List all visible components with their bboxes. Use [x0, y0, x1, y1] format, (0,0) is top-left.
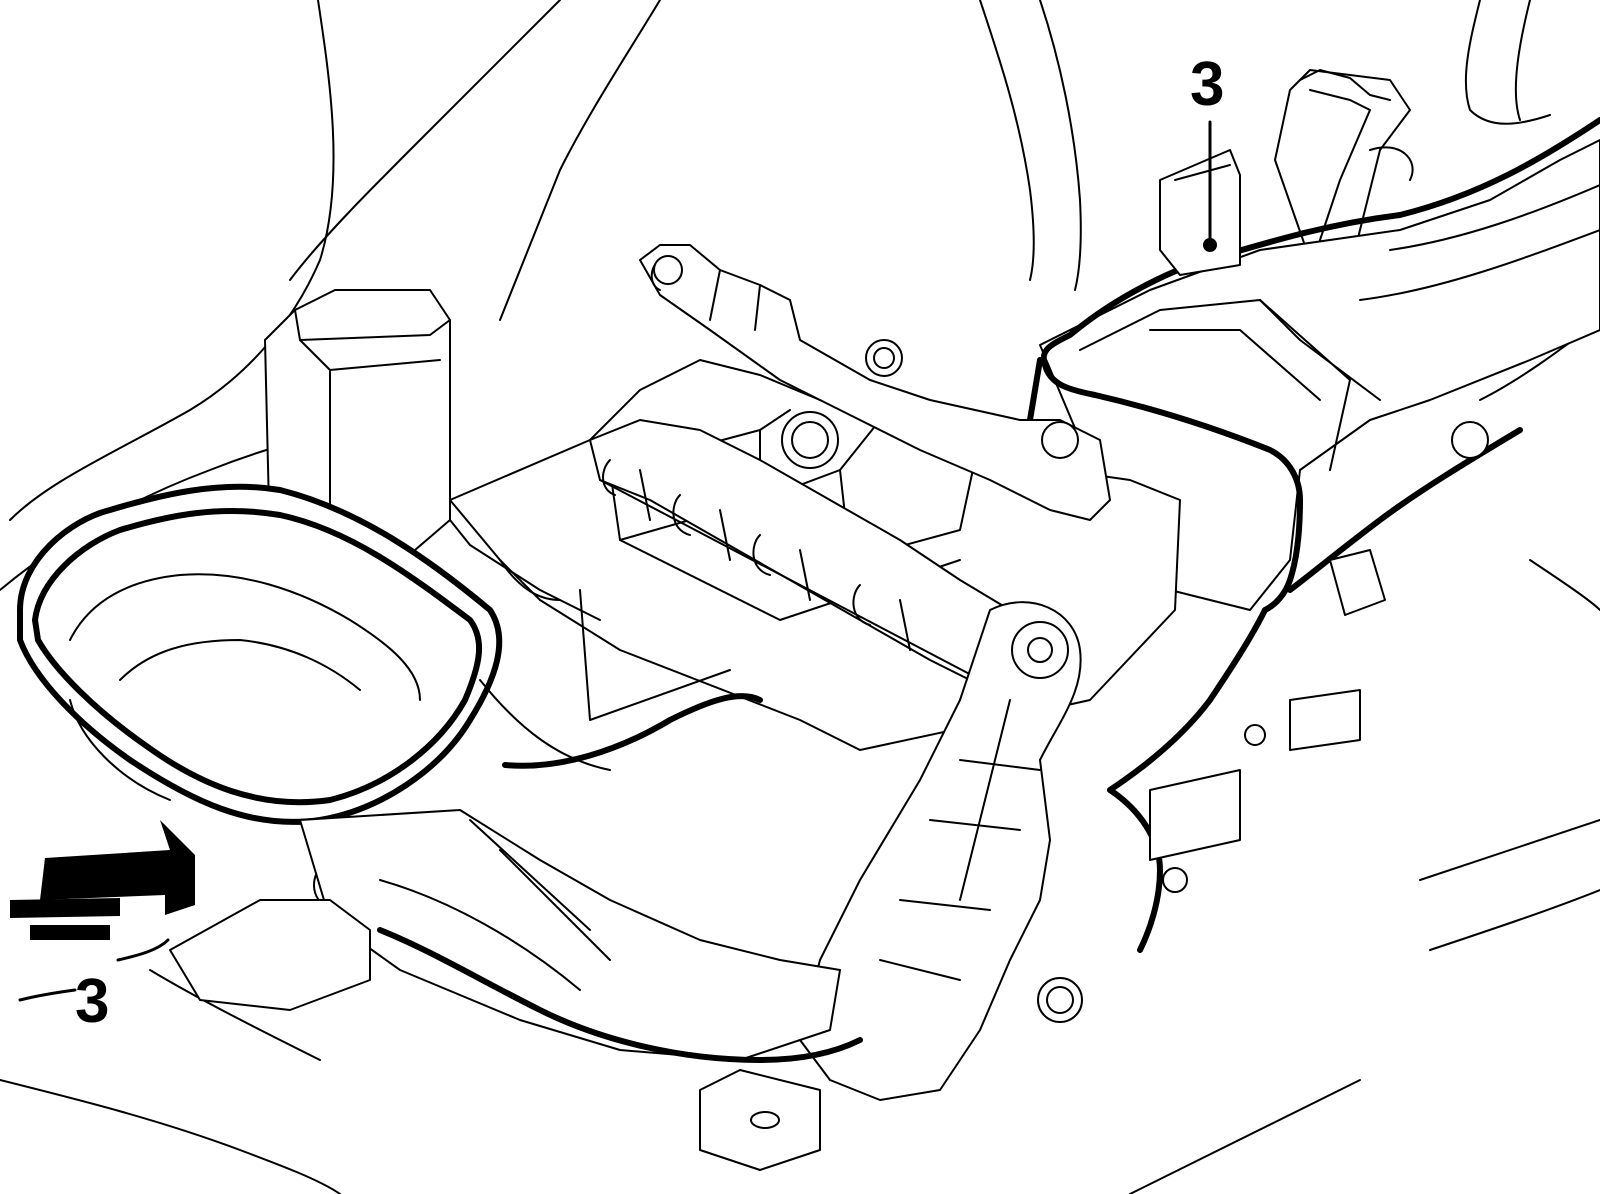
bolt-lower-center	[1037, 977, 1083, 1023]
cables	[377, 693, 1163, 1063]
bolt-far-right	[1451, 421, 1489, 459]
bolt-right-stud	[1244, 724, 1266, 746]
bolt-upper-center	[865, 339, 903, 377]
callout-bottom-leader-left	[18, 988, 77, 1002]
left-block	[264, 289, 451, 551]
bolt-lower-right	[1162, 867, 1188, 893]
bolt-right	[1041, 421, 1079, 459]
callout-bottom-left: 3	[18, 938, 170, 1036]
callout-top-label: 3	[1190, 50, 1224, 119]
callout-bottom-left-label: 3	[75, 967, 109, 1036]
tunnel-duct	[1039, 139, 1600, 611]
arrow-right-icon	[10, 820, 195, 940]
bolt-center	[781, 411, 839, 469]
callout-top: 3	[1190, 50, 1224, 247]
pivot-arm	[799, 601, 1082, 1101]
lower-front-ridge	[299, 809, 841, 1061]
bolt-upper-left	[653, 255, 683, 285]
upper-bracket	[639, 244, 1111, 521]
callout-bottom-leader-right	[116, 938, 170, 962]
right-rear-bracket	[1159, 149, 1241, 276]
front-floor-bracket	[169, 549, 1386, 1171]
cup-holder	[17, 483, 611, 825]
